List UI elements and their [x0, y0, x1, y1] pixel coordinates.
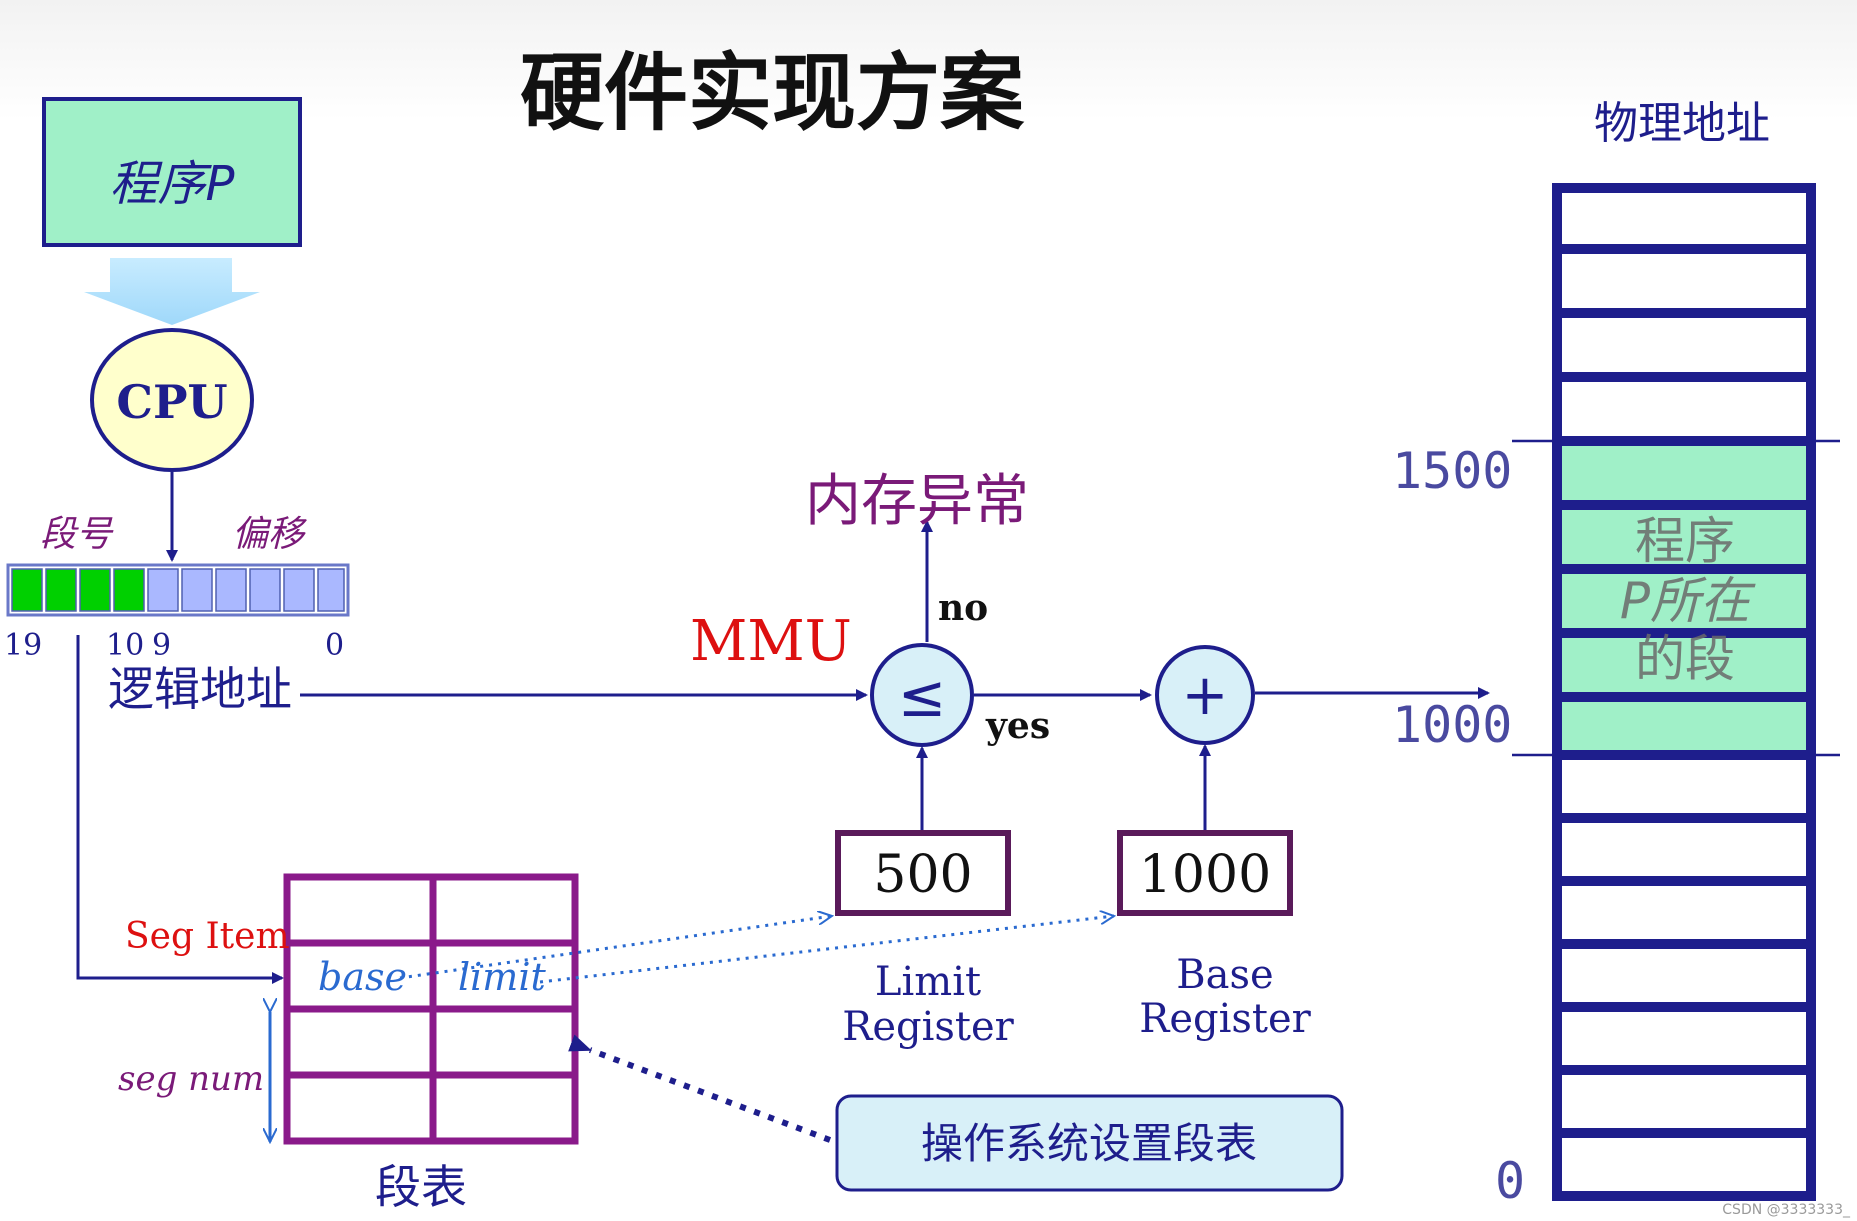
base-register-caption-1: Base [1176, 952, 1273, 998]
limit-register-caption-1: Limit [875, 959, 981, 1005]
address-bit-offset [215, 568, 247, 612]
bit-index-9: 9 [152, 628, 171, 663]
program-to-cpu-arrow [84, 258, 260, 325]
address-mark-0: 0 [1495, 1152, 1525, 1210]
program-segment-line-2: P所在 [1620, 572, 1756, 630]
limit-register [835, 830, 1011, 916]
address-bit-offset [317, 568, 345, 612]
no-label: no [938, 587, 988, 629]
os-note-box [835, 1094, 1344, 1192]
limit-comparator [870, 643, 974, 747]
comparator-symbol: ≤ [898, 662, 947, 730]
physical-memory [1552, 183, 1816, 1201]
yes-label: yes [985, 705, 1050, 747]
cpu-label: CPU [116, 375, 227, 429]
offset-label: 偏移 [232, 514, 307, 555]
segment-table [283, 873, 579, 1145]
table-base-label: base [318, 955, 407, 999]
program-box [42, 97, 302, 247]
bit-index-19: 19 [4, 628, 42, 663]
physical-memory-title: 物理地址 [1594, 98, 1770, 149]
page-title: 硬件实现方案 [520, 44, 1025, 142]
seg-num-label: seg num [118, 1059, 264, 1099]
limit-register-value: 500 [873, 845, 972, 905]
program-segment-line-1: 程序 [1635, 512, 1735, 570]
program-label: 程序P [110, 156, 235, 212]
address-bit-offset [147, 568, 179, 612]
segment-index-line [76, 635, 284, 984]
table-limit-label: limit [458, 955, 546, 999]
base-adder [1155, 645, 1255, 745]
address-bit-seg [45, 568, 77, 612]
mmu-label: MMU [690, 609, 852, 674]
limit-field-link [399, 916, 832, 980]
watermark: CSDN @3333333_ [1722, 1202, 1851, 1218]
os-note-arrow [568, 1034, 832, 1143]
logical-address-register [6, 563, 350, 617]
segment-number-label: 段号 [40, 514, 114, 555]
address-bit-seg [113, 568, 145, 612]
os-note-label: 操作系统设置段表 [921, 1119, 1257, 1168]
base-register [1117, 830, 1293, 916]
limit-register-caption-2: Register [842, 1004, 1014, 1050]
seg-item-label: Seg Item [125, 916, 290, 957]
adder-symbol: + [1182, 663, 1229, 728]
address-bit-offset [283, 568, 315, 612]
base-register-caption-2: Register [1139, 996, 1311, 1042]
bit-index-10: 10 [106, 628, 144, 663]
cpu-node [90, 328, 254, 472]
address-mark-1000: 1000 [1392, 696, 1512, 754]
address-bit-seg [11, 568, 43, 612]
address-mark-1500: 1500 [1392, 442, 1512, 500]
address-bit-seg [79, 568, 111, 612]
memory-exception-label: 内存异常 [805, 469, 1029, 534]
bit-index-0: 0 [325, 628, 344, 663]
program-segment-line-3: 的段 [1635, 630, 1735, 688]
logical-address-caption: 逻辑地址 [108, 662, 292, 716]
address-bit-offset [181, 568, 213, 612]
base-register-value: 1000 [1139, 845, 1271, 905]
segment-table-caption: 段表 [375, 1160, 467, 1214]
address-bit-offset [249, 568, 281, 612]
base-field-link [539, 916, 1114, 984]
